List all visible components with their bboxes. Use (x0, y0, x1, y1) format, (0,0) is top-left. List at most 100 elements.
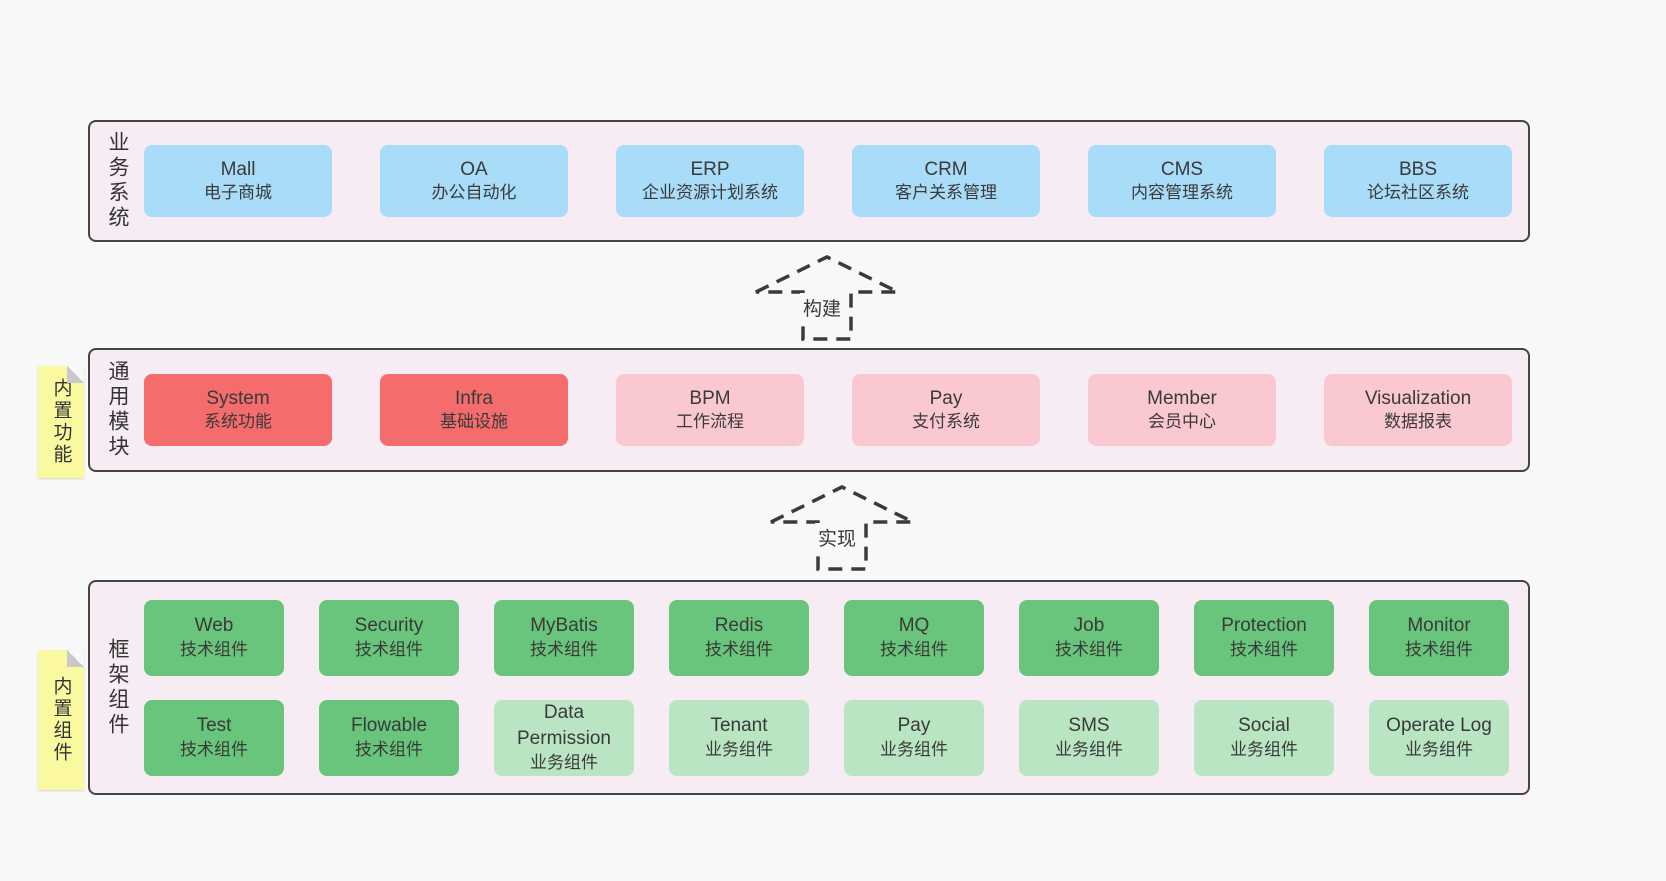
box-bpm: BPM 工作流程 (616, 374, 804, 446)
box-subtitle: 业务组件 (880, 739, 948, 759)
box-title: Member (1147, 387, 1217, 409)
box-social: Social 业务组件 (1194, 699, 1334, 776)
box-infra: Infra 基础设施 (380, 374, 568, 446)
box-pay-module: Pay 支付系统 (852, 374, 1040, 446)
box-title: SMS (1068, 715, 1110, 737)
box-subtitle: 客户关系管理 (895, 183, 997, 203)
box-mall: Mall 电子商城 (144, 145, 332, 217)
box-title: Monitor (1407, 615, 1471, 637)
box-web: Web 技术组件 (144, 599, 284, 676)
box-subtitle: 技术组件 (1405, 639, 1473, 659)
common-modules-container: 通用模块 System 系统功能 Infra 基础设施 BPM 工作流程 Pay… (88, 348, 1530, 472)
box-subtitle: 办公自动化 (431, 183, 517, 203)
implement-arrow-icon (767, 482, 917, 574)
box-monitor: Monitor 技术组件 (1369, 599, 1509, 676)
business-components-row: Test 技术组件 Flowable 技术组件 Data Permission … (144, 699, 1514, 776)
box-subtitle: 企业资源计划系统 (642, 183, 778, 203)
box-title: Mall (220, 158, 256, 180)
box-subtitle: 技术组件 (880, 639, 948, 659)
box-erp: ERP 企业资源计划系统 (616, 145, 804, 217)
box-title: BPM (689, 387, 731, 409)
business-systems-boxes: Mall 电子商城 OA 办公自动化 ERP 企业资源计划系统 CRM 客户关系… (144, 145, 1528, 217)
box-subtitle: 业务组件 (530, 752, 598, 772)
tech-components-row: Web 技术组件 Security 技术组件 MyBatis 技术组件 Redi… (144, 599, 1514, 676)
box-title: CMS (1160, 158, 1204, 180)
box-title: ERP (690, 158, 730, 180)
box-title: Redis (714, 615, 764, 637)
box-subtitle: 基础设施 (440, 412, 508, 432)
sticky-note-text: 内置功能 (50, 378, 72, 466)
common-modules-boxes: System 系统功能 Infra 基础设施 BPM 工作流程 Pay 支付系统… (144, 374, 1528, 446)
box-subtitle: 技术组件 (530, 639, 598, 659)
framework-components-container: 框架组件 Web 技术组件 Security 技术组件 MyBatis 技术组件… (88, 580, 1530, 795)
box-subtitle: 会员中心 (1148, 412, 1216, 432)
box-bbs: BBS 论坛社区系统 (1324, 145, 1512, 217)
box-title: Security (354, 615, 424, 637)
framework-components-label: 框架组件 (106, 637, 129, 738)
box-redis: Redis 技术组件 (669, 599, 809, 676)
build-arrow-icon (752, 252, 902, 344)
box-title: Social (1238, 715, 1290, 737)
framework-components-rows: Web 技术组件 Security 技术组件 MyBatis 技术组件 Redi… (144, 582, 1528, 794)
box-cms: CMS 内容管理系统 (1088, 145, 1276, 217)
box-mq: MQ 技术组件 (844, 599, 984, 676)
box-title: Flowable (350, 715, 428, 737)
box-subtitle: 电子商城 (204, 183, 272, 203)
box-subtitle: 技术组件 (180, 739, 248, 759)
box-subtitle: 支付系统 (912, 412, 980, 432)
box-system: System 系统功能 (144, 374, 332, 446)
box-oa: OA 办公自动化 (380, 145, 568, 217)
box-title: MyBatis (530, 615, 598, 637)
box-title: Operate Log (1386, 715, 1492, 737)
sticky-note-text: 内置组件 (50, 676, 72, 764)
box-subtitle: 业务组件 (1405, 739, 1473, 759)
sticky-note-builtin-functions: 内置功能 (38, 366, 84, 478)
box-subtitle: 内容管理系统 (1131, 183, 1233, 203)
box-title: Tenant (710, 715, 768, 737)
folded-corner-icon (67, 650, 84, 667)
box-visualization: Visualization 数据报表 (1324, 374, 1512, 446)
box-title: Protection (1221, 615, 1307, 637)
box-subtitle: 技术组件 (705, 639, 773, 659)
box-title: MQ (898, 615, 930, 637)
box-title: Visualization (1364, 387, 1472, 409)
box-data-permission: Data Permission 业务组件 (494, 699, 634, 776)
box-title: Infra (454, 387, 494, 409)
box-title: BBS (1398, 158, 1438, 180)
box-title: Pay (897, 715, 931, 737)
box-title: OA (460, 158, 488, 180)
box-subtitle: 技术组件 (355, 639, 423, 659)
implement-arrow-label: 实现 (815, 523, 860, 552)
box-member: Member 会员中心 (1088, 374, 1276, 446)
box-pay-component: Pay 业务组件 (844, 699, 984, 776)
box-title: System (206, 387, 270, 409)
box-title: CRM (924, 158, 968, 180)
box-test: Test 技术组件 (144, 699, 284, 776)
box-subtitle: 工作流程 (676, 412, 744, 432)
box-title: Job (1073, 615, 1105, 637)
box-subtitle: 业务组件 (1230, 739, 1298, 759)
box-subtitle: 技术组件 (1055, 639, 1123, 659)
box-title: Pay (929, 387, 963, 409)
box-crm: CRM 客户关系管理 (852, 145, 1040, 217)
box-title: Data Permission (517, 702, 611, 750)
box-sms: SMS 业务组件 (1019, 699, 1159, 776)
business-systems-container: 业务系统 Mall 电子商城 OA 办公自动化 ERP 企业资源计划系统 CRM… (88, 120, 1530, 242)
box-title: Web (194, 615, 234, 637)
box-subtitle: 数据报表 (1384, 412, 1452, 432)
box-subtitle: 技术组件 (355, 739, 423, 759)
box-subtitle: 业务组件 (1055, 739, 1123, 759)
box-security: Security 技术组件 (319, 599, 459, 676)
box-mybatis: MyBatis 技术组件 (494, 599, 634, 676)
common-modules-label: 通用模块 (106, 360, 129, 460)
box-subtitle: 技术组件 (1230, 639, 1298, 659)
sticky-note-builtin-components: 内置组件 (38, 650, 84, 790)
box-subtitle: 业务组件 (705, 739, 773, 759)
box-subtitle: 论坛社区系统 (1367, 183, 1469, 203)
folded-corner-icon (67, 366, 84, 383)
box-operate-log: Operate Log 业务组件 (1369, 699, 1509, 776)
box-job: Job 技术组件 (1019, 599, 1159, 676)
business-systems-label: 业务系统 (106, 131, 129, 231)
box-subtitle: 系统功能 (204, 412, 272, 432)
